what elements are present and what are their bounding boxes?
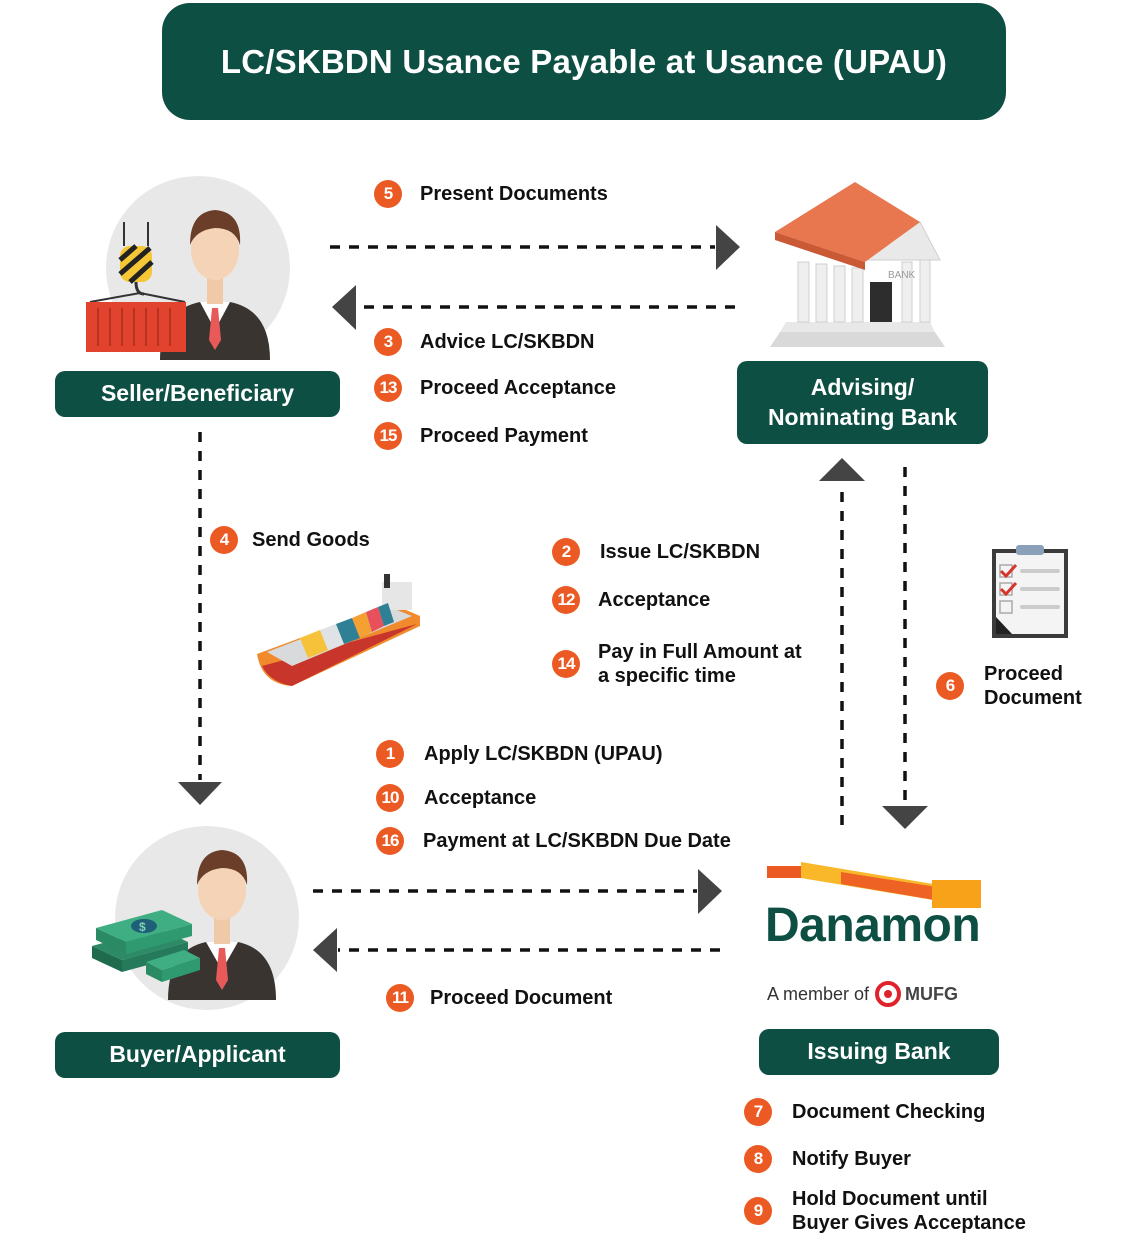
step-number-badge: 5 [374,180,402,208]
danamon-logo-text: Danamon [765,899,981,952]
advising-label-line2: Nominating Bank [767,403,958,430]
step-text-line2: Buyer Gives Acceptance [792,1212,1026,1234]
businessman-with-container-icon [86,210,270,360]
diagram-title: LC/SKBDN Usance Payable at Usance (UPAU) [162,3,1006,120]
mufg-brand: MUFG [905,983,959,1004]
arrowhead-down-icon [882,806,928,829]
step-text: Hold Document until Buyer Gives Acceptan… [792,1187,1026,1235]
step-text: Payment at LC/SKBDN Due Date [423,830,731,852]
step-3: 3 Advice LC/SKBDN [374,328,594,356]
step-6: 6 Proceed Document [936,662,1082,710]
arrowhead-down-icon [178,782,222,805]
step-8: 8 Notify Buyer [744,1145,911,1173]
step-number-badge: 2 [552,538,580,566]
arrowhead-left-icon [313,928,337,972]
step-1: 1 Apply LC/SKBDN (UPAU) [376,740,663,768]
step-15: 15 Proceed Payment [374,422,588,450]
mufg-logo-icon [875,981,902,1007]
svg-text:$: $ [139,920,146,934]
step-text: Present Documents [420,183,608,205]
step-text: Pay in Full Amount at a specific time [598,640,802,688]
seller-beneficiary-label: Seller/Beneficiary [55,371,340,417]
advising-nominating-bank-label: Advising/ Nominating Bank [737,361,988,444]
step-16: 16 Payment at LC/SKBDN Due Date [376,827,731,855]
step-text: Acceptance [424,787,537,809]
step-9: 9 Hold Document until Buyer Gives Accept… [744,1187,1026,1235]
step-text: Proceed Document [984,662,1082,710]
step-number-badge: 15 [374,422,402,450]
step-number-badge: 10 [376,784,404,812]
step-text: Apply LC/SKBDN (UPAU) [424,743,663,765]
issuing-bank-label: Issuing Bank [759,1029,999,1075]
step-text: Advice LC/SKBDN [420,331,595,353]
clipboard-checklist-icon [992,545,1068,638]
step-number-badge: 16 [376,827,404,855]
arrowhead-right-icon [716,225,740,270]
step-text: Acceptance [598,589,711,611]
step-13: 13 Proceed Acceptance [374,374,616,402]
step-text: Proceed Payment [420,425,588,447]
step-number-badge: 6 [936,672,964,700]
step-number-badge: 12 [552,586,580,614]
member-of-mufg: A member of MUFG [767,981,958,1007]
cargo-ship-icon [257,574,420,686]
arrowhead-up-icon [819,458,865,481]
step-4: 4 Send Goods [210,526,370,554]
buyer-applicant-label: Buyer/Applicant [55,1032,340,1078]
step-text-line1: Proceed [984,663,1063,685]
step-text-line2: Document [984,687,1082,709]
step-text-line1: Hold Document until [792,1188,988,1210]
step-text: Proceed Document [430,987,613,1009]
danamon-logo-stripes-icon [767,862,981,908]
member-prefix: A member of [767,983,870,1004]
step-5: 5 Present Documents [374,180,608,208]
step-number-badge: 11 [386,984,414,1012]
step-12: 12 Acceptance [552,586,710,614]
step-number-badge: 13 [374,374,402,402]
step-number-badge: 7 [744,1098,772,1126]
step-10: 10 Acceptance [376,784,536,812]
arrowhead-right-icon [698,869,722,914]
step-number-badge: 1 [376,740,404,768]
step-number-badge: 8 [744,1145,772,1173]
bank-building-icon: BANK [770,182,945,347]
step-14: 14 Pay in Full Amount at a specific time [552,640,802,688]
step-text: Proceed Acceptance [420,377,617,399]
bank-sign-text: BANK [888,270,916,281]
step-7: 7 Document Checking [744,1098,985,1126]
step-number-badge: 3 [374,328,402,356]
step-number-badge: 14 [552,650,580,678]
step-number-badge: 9 [744,1197,772,1225]
step-11: 11 Proceed Document [386,984,612,1012]
step-text: Notify Buyer [792,1148,911,1170]
step-text: Issue LC/SKBDN [600,541,761,563]
step-2: 2 Issue LC/SKBDN [552,538,760,566]
step-number-badge: 4 [210,526,238,554]
businessman-with-money-icon: $ [92,850,276,1000]
step-text: Send Goods [252,529,370,551]
step-text-line2: a specific time [598,665,736,687]
arrowhead-left-icon [332,285,356,330]
step-text: Document Checking [792,1101,986,1123]
advising-label-line1: Advising/ [810,373,915,400]
step-text-line1: Pay in Full Amount at [598,641,802,663]
